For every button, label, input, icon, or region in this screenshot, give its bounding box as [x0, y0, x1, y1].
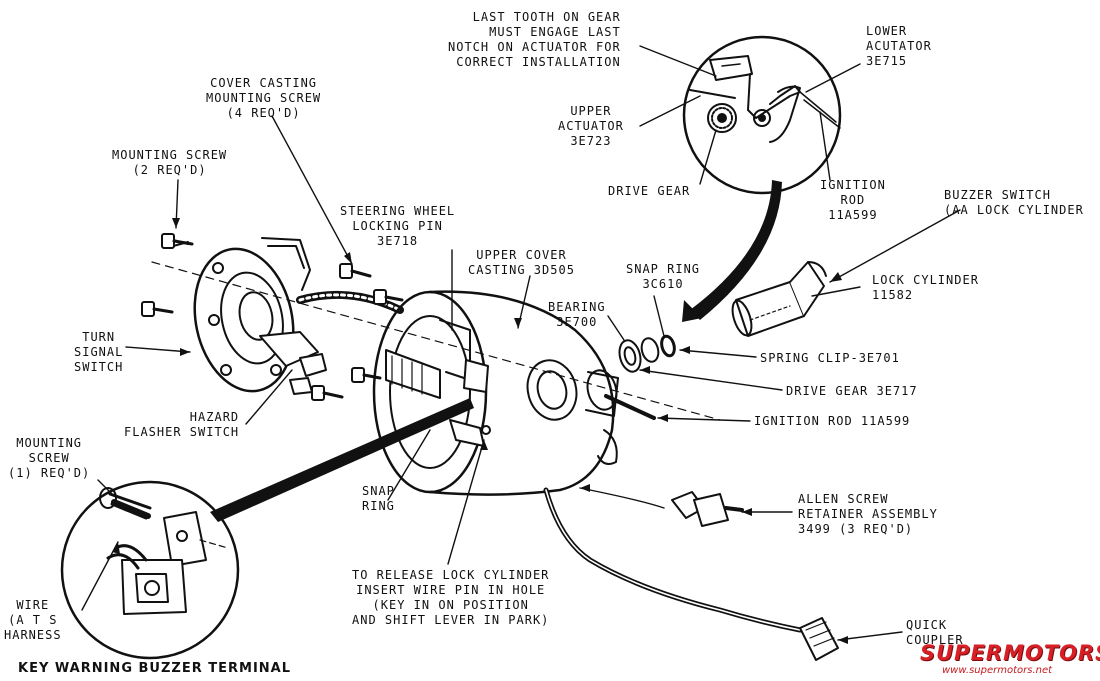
drive-gear-main-label: DRIVE GEAR 3E717	[786, 384, 918, 398]
supermotors-logo: SUPERMOTORS www.supermotors.net	[920, 641, 1100, 677]
assembly-axis	[151, 261, 721, 421]
leader-lines	[81, 45, 961, 641]
buzzer-terminal-inset	[60, 480, 240, 660]
quick-coupler-drawing	[799, 617, 839, 661]
key-warning-buzzer-caption: KEY WARNING BUZZER TERMINAL	[18, 661, 292, 676]
lock-cylinder-drawing	[731, 261, 827, 337]
drive-gear-inset-label: DRIVE GEAR	[608, 184, 691, 198]
bearing-snap-ring-parts	[618, 334, 676, 373]
allen-screw-drawing	[671, 491, 744, 527]
logo-url-text: www.supermotors.net	[942, 665, 1053, 676]
inset-pointer-arrow	[690, 180, 782, 320]
mounting-screw-top-label: MOUNTING SCREW(2 REQ'D)	[112, 148, 228, 177]
actuator-inset	[682, 35, 842, 195]
buzzer-switch-label: BUZZER SWITCH(AA LOCK CYLINDER	[944, 188, 1084, 217]
ignition-rod-main-label: IGNITION ROD 11A599	[754, 414, 911, 428]
logo-brand-text: SUPERMOTORS	[920, 641, 1100, 665]
screws	[141, 233, 404, 401]
spring-clip-label: SPRING CLIP-3E701	[760, 351, 900, 365]
buzzer-terminal-pointer	[210, 398, 474, 522]
leader-arrowheads	[112, 218, 848, 644]
upper-cover-casting-drawing	[372, 290, 803, 633]
